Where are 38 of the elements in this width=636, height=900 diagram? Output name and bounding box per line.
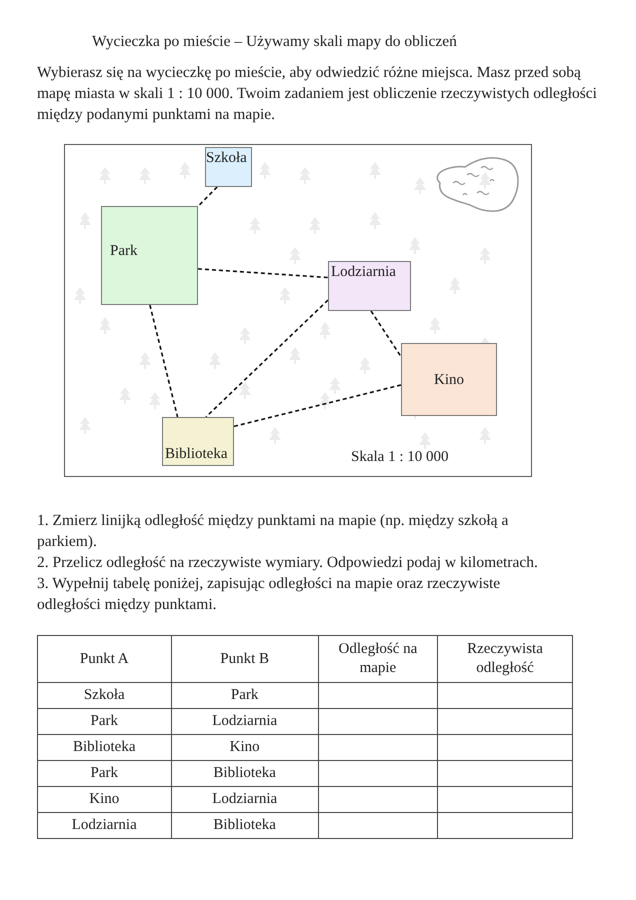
table-cell: Kino [171,734,318,760]
place-name: Kino [434,372,464,389]
dashed-route-line [205,300,329,418]
header-cell: Rzeczywista odległość [437,636,572,682]
header-cell: Odległość na mapie [318,636,438,682]
dashed-route-line [198,268,328,278]
place-box [205,147,252,187]
header-cell: Punkt A [38,636,172,682]
instruction-text: 2. Przelicz odległość na rzeczywiste wymiary. Odpowiedzi podaj w kilometrach. [37,553,539,573]
table-cell: Lodziarnia [38,812,172,838]
table-cell: Biblioteka [171,812,318,838]
dashed-route-line [234,384,402,428]
place-name: Biblioteka [165,446,228,463]
place-box [101,206,198,305]
table-cell: Lodziarnia [171,708,318,734]
dashed-route-line [149,304,178,418]
scale-label: Skala 1 : 10 000 [351,449,448,466]
table-cell: Szkoła [38,682,172,708]
table-cell: Biblioteka [38,734,172,760]
table-cell: Park [171,682,318,708]
table-cell: Park [38,708,172,734]
place-box [162,417,234,466]
place-box [328,261,411,311]
instruction-text: 1. Zmierz linijką odległość między punktami na mapie (np. między szkołą a parkiem). [37,511,510,552]
place-name: Szkoła [206,150,247,167]
header-cell: Punkt B [171,636,318,682]
page-title: Wycieczka po mieście – Używamy skali mapy do obliczeń [92,32,457,52]
instruction-text: 3. Wypełnij tabelę poniżej, zapisując odległości na mapie oraz rzeczywiste odległości między punktami. [37,574,502,615]
place-name: Park [110,243,138,260]
intro-paragraph: Wybierasz się na wycieczkę po mieście, aby odwiedzić różne miejsca. Masz przed sobą mapę miasta w skali 1 : 10 000. Twoim zadaniem jest obliczenie rzeczywistych odległości między podanymi punktami na mapie. [37,63,597,125]
place-box [401,343,497,416]
table-cell: Park [38,760,172,786]
dashed-route-line [197,186,218,207]
place-name: Lodziarnia [331,264,396,281]
table-cell: Lodziarnia [171,786,318,812]
table-cell: Kino [38,786,172,812]
table-cell: Biblioteka [171,760,318,786]
dashed-route-line [370,310,402,358]
